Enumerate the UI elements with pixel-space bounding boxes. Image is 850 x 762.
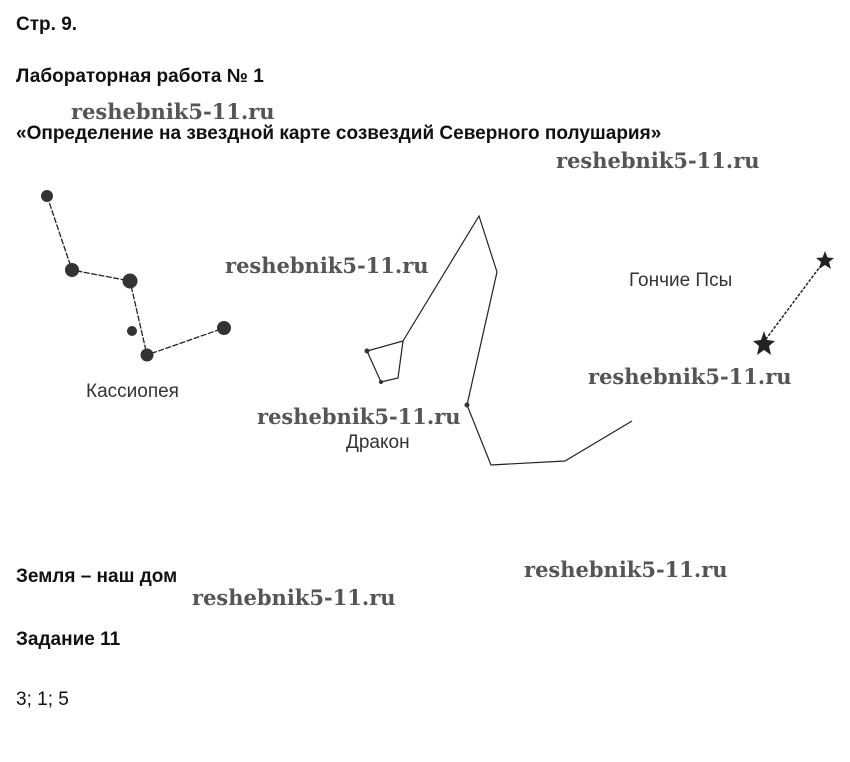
lab-subtitle: «Определение на звездной карте созвездий… <box>16 123 662 144</box>
canes-venatici-constellation <box>753 251 834 355</box>
canes-venatici-line <box>762 259 826 344</box>
watermark: reshebnik5-11.ru <box>556 148 760 173</box>
watermark: reshebnik5-11.ru <box>257 404 461 429</box>
cassiopeia-star <box>127 326 137 336</box>
draco-star <box>364 348 370 354</box>
cassiopeia-star <box>41 190 53 202</box>
watermark: reshebnik5-11.ru <box>71 99 275 124</box>
cassiopeia-label: Кассиопея <box>86 381 179 402</box>
draco-star <box>464 402 470 408</box>
canes-venatici-star <box>816 251 834 269</box>
canes-venatici-star <box>753 331 775 355</box>
watermark: reshebnik5-11.ru <box>225 253 429 278</box>
cassiopeia-star <box>217 321 231 335</box>
watermark: reshebnik5-11.ru <box>192 585 396 610</box>
section-title: Земля – наш дом <box>16 566 178 587</box>
lab-title: Лабораторная работа № 1 <box>16 66 264 87</box>
cassiopeia-star <box>122 273 138 289</box>
cassiopeia-star <box>140 348 154 362</box>
task-title: Задание 11 <box>16 629 121 650</box>
canes-venatici-label: Гончие Псы <box>629 270 733 291</box>
draco-constellation <box>364 214 633 466</box>
draco-head <box>366 340 404 383</box>
star-map <box>41 190 834 466</box>
answer-text: 3; 1; 5 <box>16 689 69 710</box>
cassiopeia-star <box>65 263 79 277</box>
watermark: reshebnik5-11.ru <box>524 557 728 582</box>
cassiopeia-constellation <box>41 190 231 362</box>
draco-label: Дракон <box>346 432 410 453</box>
page-number: Стр. 9. <box>16 14 78 35</box>
watermark: reshebnik5-11.ru <box>588 364 792 389</box>
draco-star <box>379 380 383 384</box>
